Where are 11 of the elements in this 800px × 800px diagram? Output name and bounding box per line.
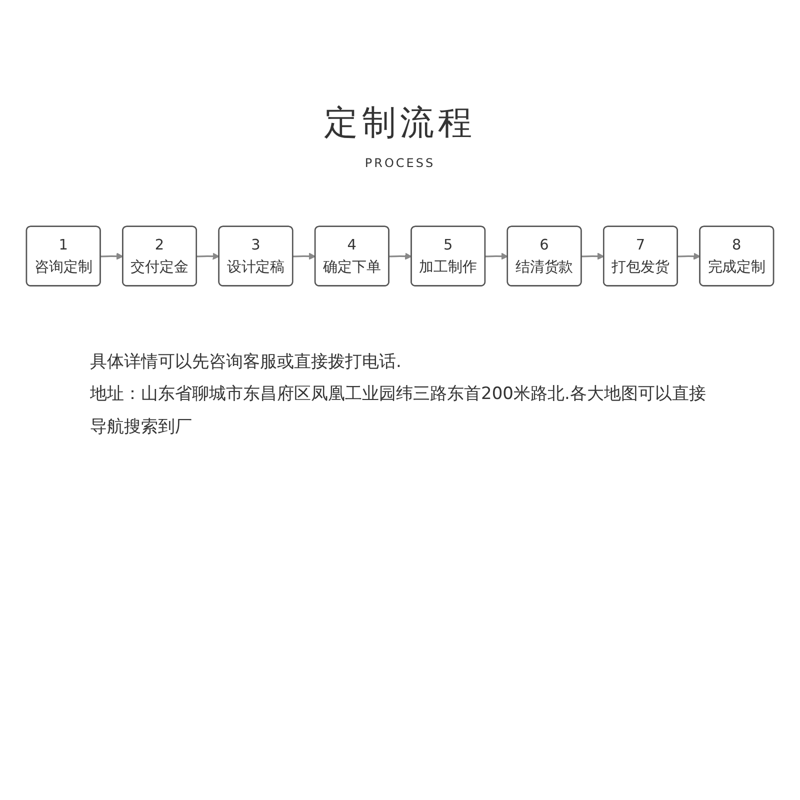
note-text: 地址：山东省聊城市东昌府区凤凰工业园纬三路东首200米路北.各大地图可以直接导航搜索到厂 xyxy=(90,384,706,437)
subtitle: PROCESS xyxy=(364,156,436,170)
arrow xyxy=(196,252,220,260)
arrow xyxy=(389,252,412,260)
arrow xyxy=(678,252,700,260)
title: 定制流程 xyxy=(324,102,476,145)
arrow xyxy=(582,252,604,260)
arrow xyxy=(100,252,124,260)
arrow xyxy=(485,252,508,260)
note-text: 具体详情可以先咨询客服或直接拨打电话. xyxy=(90,352,402,372)
arrow xyxy=(292,252,316,260)
